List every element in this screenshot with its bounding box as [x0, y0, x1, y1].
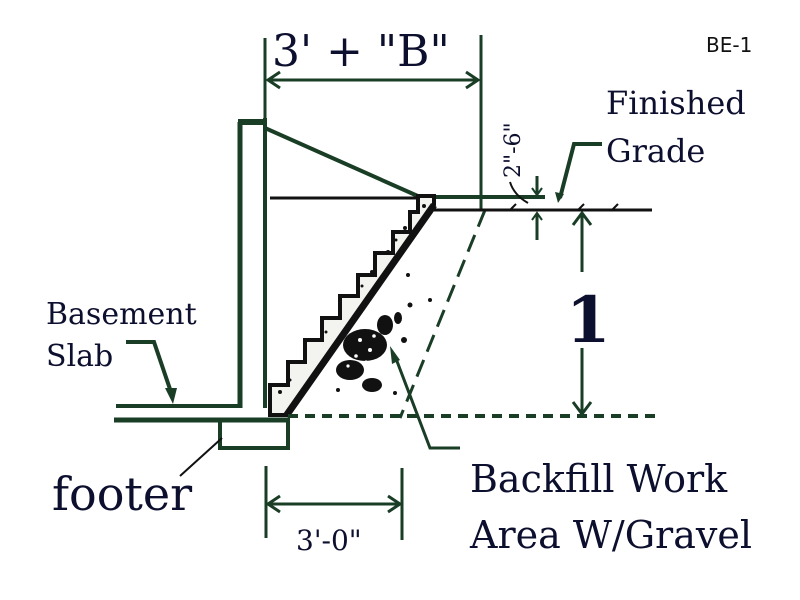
excavation-slope-top: [264, 126, 421, 199]
bottom-width-dimension: 3'-0": [264, 466, 404, 557]
finished-grade-label-line2: Grade: [606, 132, 705, 170]
backfill-arrow-icon: [390, 346, 400, 364]
basement-slab-label-line2: Slab: [46, 339, 113, 374]
finished-grade-label-line1: Finished: [606, 84, 746, 122]
top-dim-right-arrow-icon: [465, 70, 481, 90]
finished-grade-arrow-icon: [555, 192, 564, 203]
backfill-boundary-dashed: [398, 209, 487, 419]
top-width-dimension: 3' + "B": [263, 26, 483, 210]
backfill-leader: [393, 355, 460, 450]
depth-dimension: 1: [566, 210, 611, 417]
grade-offset-dimension: 2"-6": [501, 122, 543, 240]
finished-grade-line: [434, 195, 652, 212]
basement-slab: [114, 404, 290, 423]
basement-slab-label-line1: Basement: [46, 297, 197, 332]
basement-slab-arrow-icon: [165, 388, 177, 404]
grade-offset-label: 2"-6": [501, 122, 526, 178]
diagram-id-label: BE-1: [706, 33, 752, 57]
top-width-label: 3' + "B": [272, 26, 450, 77]
footer-label: footer: [52, 467, 192, 521]
footer-outline: [218, 421, 290, 450]
bottom-width-label: 3'-0": [296, 524, 362, 557]
gravel-fill: [336, 273, 432, 395]
finished-grade-leader: [558, 142, 602, 199]
backfill-label-line2: Area W/Gravel: [469, 513, 752, 557]
depth-label: 1: [566, 283, 611, 358]
footer-leader: [179, 437, 223, 477]
top-dim-left-arrow-icon: [265, 70, 281, 90]
foundation-wall: [237, 118, 267, 408]
backfill-label-line1: Backfill Work: [470, 457, 728, 501]
basement-slab-leader: [126, 340, 174, 396]
stepped-fill: [268, 194, 437, 419]
